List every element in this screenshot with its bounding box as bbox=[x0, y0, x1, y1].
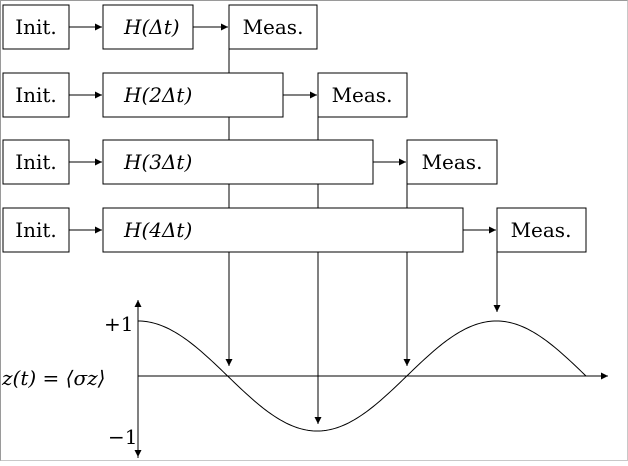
hamiltonian-box bbox=[102, 4, 194, 50]
cosine-curve bbox=[137, 320, 587, 432]
meas-box bbox=[228, 4, 318, 50]
init-box bbox=[2, 72, 70, 118]
row-4: Init. H(4Δt) Meas. bbox=[2, 207, 587, 253]
hamiltonian-box bbox=[102, 139, 374, 185]
expectation-plot: +1 −1 z(t) = ⟨σz⟩ bbox=[1, 300, 608, 458]
hamiltonian-label: H(4Δt) bbox=[123, 218, 192, 242]
hamiltonian-box bbox=[102, 207, 464, 253]
init-label: Init. bbox=[15, 150, 57, 174]
y-tick-bottom: −1 bbox=[108, 425, 137, 449]
meas-label: Meas. bbox=[332, 83, 393, 107]
row-3: Init. H(3Δt) Meas. bbox=[2, 139, 498, 185]
init-box bbox=[2, 139, 70, 185]
y-axis-label: z(t) = ⟨σz⟩ bbox=[1, 366, 105, 390]
init-label: Init. bbox=[15, 83, 57, 107]
init-label: Init. bbox=[15, 218, 57, 242]
hamiltonian-label: H(3Δt) bbox=[123, 150, 192, 174]
meas-box bbox=[406, 139, 498, 185]
init-box bbox=[2, 4, 70, 50]
meas-label: Meas. bbox=[243, 15, 304, 39]
meas-label: Meas. bbox=[422, 150, 483, 174]
meas-box bbox=[317, 72, 408, 118]
y-tick-top: +1 bbox=[104, 312, 133, 336]
init-box bbox=[2, 207, 70, 253]
hamiltonian-label: H(2Δt) bbox=[123, 83, 192, 107]
meas-label: Meas. bbox=[511, 218, 572, 242]
meas-box bbox=[496, 207, 587, 253]
hamiltonian-label: H(Δt) bbox=[123, 15, 180, 39]
row-2: Init. H(2Δt) Meas. bbox=[2, 72, 408, 118]
hamiltonian-box bbox=[102, 72, 284, 118]
init-label: Init. bbox=[15, 15, 57, 39]
row-1: Init. H(Δt) Meas. bbox=[2, 4, 318, 50]
